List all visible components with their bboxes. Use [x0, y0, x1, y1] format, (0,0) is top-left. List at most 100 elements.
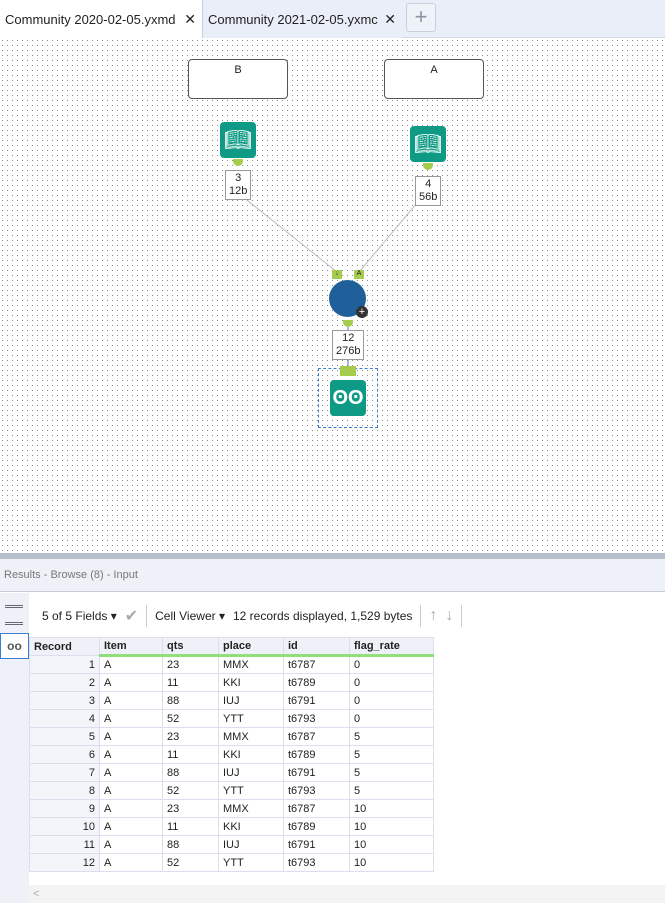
- table-cell[interactable]: 23: [162, 655, 219, 674]
- table-cell[interactable]: MMX: [218, 799, 284, 818]
- input-anchor-2[interactable]: A: [354, 270, 364, 279]
- cell-viewer-dropdown[interactable]: Cell Viewer ▾: [155, 609, 225, 623]
- table-cell[interactable]: 8: [29, 781, 100, 800]
- table-cell[interactable]: 11: [162, 673, 219, 692]
- table-cell[interactable]: 9: [29, 799, 100, 818]
- binoculars-icon[interactable]: oo: [0, 633, 29, 659]
- horizontal-scrollbar[interactable]: <: [29, 885, 665, 903]
- table-cell[interactable]: t6789: [283, 673, 350, 692]
- table-cell[interactable]: YTT: [218, 853, 284, 872]
- table-cell[interactable]: t6793: [283, 853, 350, 872]
- output-anchor[interactable]: [343, 320, 353, 327]
- column-header[interactable]: flag_rate: [349, 637, 434, 657]
- table-cell[interactable]: A: [99, 709, 163, 728]
- table-cell[interactable]: 88: [162, 763, 219, 782]
- input-anchor[interactable]: [340, 366, 356, 376]
- table-cell[interactable]: 11: [29, 835, 100, 854]
- table-cell[interactable]: t6791: [283, 691, 350, 710]
- output-anchor[interactable]: [423, 163, 433, 170]
- table-cell[interactable]: 11: [162, 817, 219, 836]
- table-cell[interactable]: t6791: [283, 763, 350, 782]
- table-view-icon[interactable]: [5, 605, 23, 625]
- table-cell[interactable]: t6793: [283, 709, 350, 728]
- table-cell[interactable]: A: [99, 817, 163, 836]
- table-cell[interactable]: KKI: [218, 817, 284, 836]
- input-tool-2[interactable]: 📖︎: [410, 126, 446, 162]
- column-header[interactable]: Record: [29, 637, 100, 656]
- table-cell[interactable]: 88: [162, 835, 219, 854]
- table-cell[interactable]: 88: [162, 691, 219, 710]
- table-cell[interactable]: A: [99, 691, 163, 710]
- table-cell[interactable]: 11: [162, 745, 219, 764]
- table-cell[interactable]: 5: [349, 763, 434, 782]
- column-header[interactable]: place: [218, 637, 284, 657]
- table-cell[interactable]: A: [99, 673, 163, 692]
- comment-box-a[interactable]: A: [384, 59, 484, 99]
- comment-box-b[interactable]: B: [188, 59, 288, 99]
- table-cell[interactable]: 10: [349, 853, 434, 872]
- table-cell[interactable]: t6789: [283, 745, 350, 764]
- tab-community-2020[interactable]: Community 2020-02-05.yxmd✕: [0, 0, 202, 38]
- table-cell[interactable]: 5: [349, 745, 434, 764]
- table-cell[interactable]: 52: [162, 853, 219, 872]
- table-cell[interactable]: t6791: [283, 835, 350, 854]
- table-cell[interactable]: t6793: [283, 781, 350, 800]
- table-cell[interactable]: t6787: [283, 655, 350, 674]
- table-cell[interactable]: 10: [349, 817, 434, 836]
- table-cell[interactable]: MMX: [218, 655, 284, 674]
- table-cell[interactable]: IUJ: [218, 691, 284, 710]
- table-cell[interactable]: 0: [349, 691, 434, 710]
- input-tool-1[interactable]: 📖︎: [220, 122, 256, 158]
- table-cell[interactable]: KKI: [218, 673, 284, 692]
- table-cell[interactable]: 5: [349, 781, 434, 800]
- table-cell[interactable]: 0: [349, 673, 434, 692]
- table-cell[interactable]: A: [99, 745, 163, 764]
- table-cell[interactable]: 2: [29, 673, 100, 692]
- table-cell[interactable]: A: [99, 727, 163, 746]
- table-cell[interactable]: 3: [29, 691, 100, 710]
- table-cell[interactable]: YTT: [218, 781, 284, 800]
- table-cell[interactable]: KKI: [218, 745, 284, 764]
- plus-icon[interactable]: +: [356, 306, 368, 318]
- table-cell[interactable]: IUJ: [218, 835, 284, 854]
- column-header[interactable]: qts: [162, 637, 219, 657]
- table-cell[interactable]: MMX: [218, 727, 284, 746]
- column-header[interactable]: Item: [99, 637, 163, 657]
- table-cell[interactable]: A: [99, 799, 163, 818]
- table-cell[interactable]: 52: [162, 781, 219, 800]
- table-cell[interactable]: t6789: [283, 817, 350, 836]
- table-cell[interactable]: A: [99, 655, 163, 674]
- table-cell[interactable]: A: [99, 763, 163, 782]
- table-cell[interactable]: t6787: [283, 799, 350, 818]
- browse-tool[interactable]: ʘʘ: [330, 380, 366, 416]
- table-cell[interactable]: 1: [29, 655, 100, 674]
- apply-check-icon[interactable]: ✔: [124, 608, 139, 625]
- arrow-up-icon[interactable]: ↑: [429, 607, 438, 624]
- close-icon[interactable]: ✕: [384, 10, 396, 27]
- table-cell[interactable]: A: [99, 835, 163, 854]
- table-cell[interactable]: 23: [162, 799, 219, 818]
- table-cell[interactable]: 0: [349, 709, 434, 728]
- table-cell[interactable]: 5: [349, 727, 434, 746]
- table-cell[interactable]: 5: [29, 727, 100, 746]
- output-anchor[interactable]: [233, 159, 243, 166]
- table-cell[interactable]: 4: [29, 709, 100, 728]
- panel-splitter[interactable]: [0, 553, 665, 559]
- column-header[interactable]: id: [283, 637, 350, 657]
- table-cell[interactable]: 6: [29, 745, 100, 764]
- table-cell[interactable]: YTT: [218, 709, 284, 728]
- table-cell[interactable]: 10: [349, 835, 434, 854]
- close-icon[interactable]: ✕: [184, 10, 196, 27]
